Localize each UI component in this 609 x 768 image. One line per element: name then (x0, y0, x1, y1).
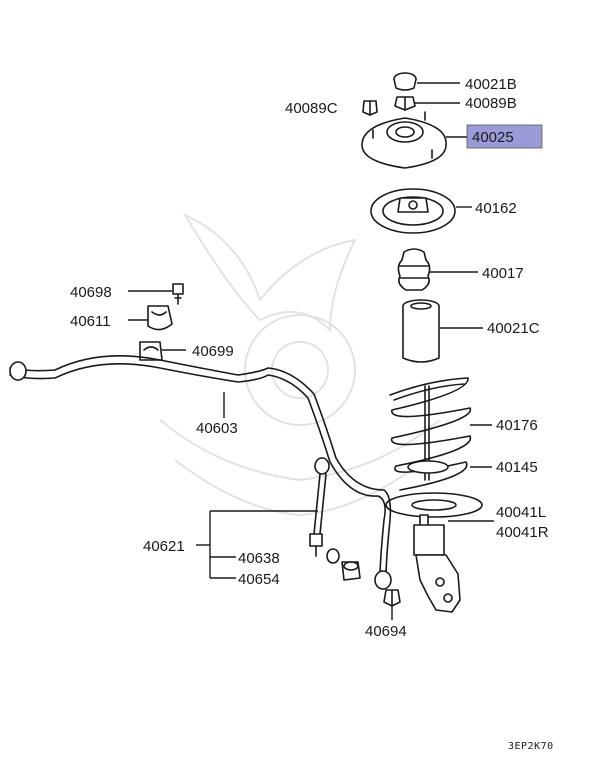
bushing-40699[interactable] (139, 341, 163, 361)
label-40694: 40694 (365, 623, 407, 640)
nut-40694[interactable] (383, 589, 401, 607)
label-40654: 40654 (238, 571, 280, 588)
label-40698: 40698 (70, 284, 112, 301)
label-40021b: 40021B (465, 76, 517, 93)
label-40603: 40603 (196, 420, 238, 437)
label-40041r: 40041R (496, 524, 549, 541)
dust-boot-40021c[interactable] (402, 299, 440, 363)
label-40021c: 40021C (487, 320, 540, 337)
label-40176: 40176 (496, 417, 538, 434)
spring-seat-40162[interactable] (370, 188, 456, 234)
label-40699: 40699 (192, 343, 234, 360)
bump-stop-40017[interactable] (397, 248, 431, 291)
stabilizer-bar-40603[interactable] (9, 354, 392, 590)
label-40089c: 40089C (285, 100, 338, 117)
label-40089b: 40089B (465, 95, 517, 112)
label-40611: 40611 (70, 313, 111, 330)
highlight-box-40025 (466, 124, 543, 149)
spring-pad-40145[interactable] (407, 460, 449, 474)
nut-40089c[interactable] (362, 100, 378, 116)
watermark-logo (159, 212, 441, 517)
diagram-code: 3EP2K70 (508, 741, 554, 752)
stabilizer-link-40621[interactable] (309, 457, 330, 557)
label-40041l: 40041L (496, 504, 546, 521)
strut-mount-40025[interactable] (361, 111, 447, 169)
dust-cap-40021b[interactable] (393, 72, 417, 91)
label-40025: 40025 (472, 129, 514, 146)
label-40162: 40162 (475, 200, 517, 217)
nut-40089b[interactable] (394, 96, 416, 111)
bracket-40611[interactable] (147, 305, 173, 331)
label-40145: 40145 (496, 459, 538, 476)
label-40017: 40017 (482, 265, 524, 282)
bolt-40698[interactable] (172, 283, 184, 305)
label-40638: 40638 (238, 550, 280, 567)
label-40621: 40621 (143, 538, 185, 555)
bushing-40654[interactable] (341, 561, 361, 581)
strut-assembly-40041[interactable] (385, 492, 483, 613)
washer-40638[interactable] (326, 548, 340, 564)
